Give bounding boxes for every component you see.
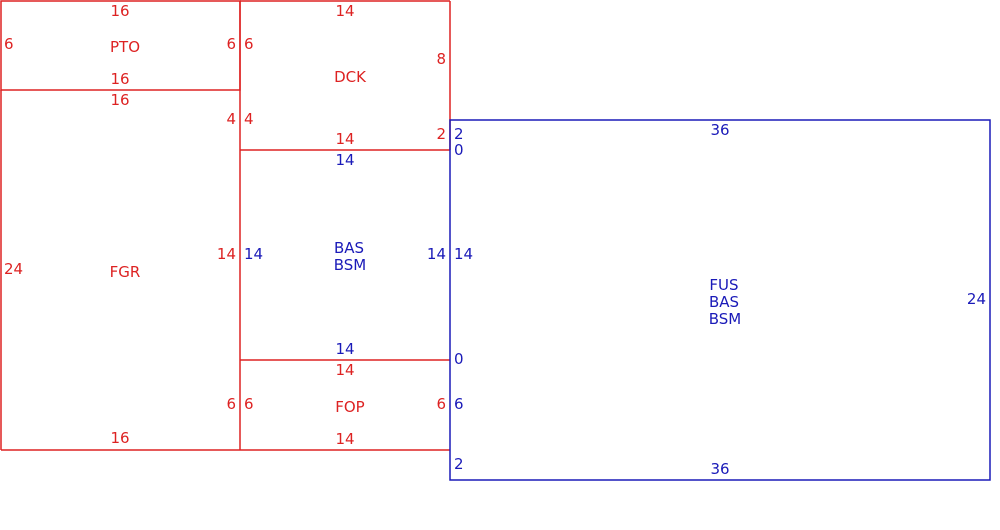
fus-left-top-dim: 2 <box>454 125 464 143</box>
fgr-right-mid-dim: 14 <box>217 245 236 263</box>
dck-right-lower-dim: 2 <box>436 125 446 143</box>
fgr-right-top-dim: 4 <box>226 110 236 128</box>
bas-bsm-label-line-1: BAS <box>334 239 364 257</box>
dck-region: DCK 14 6 4 8 2 14 <box>244 2 446 148</box>
fus-right-dim: 24 <box>967 290 986 308</box>
fus-bottom-dim: 36 <box>710 460 729 478</box>
fus-left-bottom-dim: 2 <box>454 455 464 473</box>
dck-right-dim: 8 <box>436 50 446 68</box>
bas-bsm-left-dim: 14 <box>244 245 263 263</box>
pto-top-dim: 16 <box>110 2 129 20</box>
fus-left-mid-dim: 14 <box>454 245 473 263</box>
fus-label-line-2: BAS <box>709 293 739 311</box>
red-outlines <box>0 0 451 451</box>
fop-bottom-dim: 14 <box>335 430 354 448</box>
fop-left-dim: 6 <box>244 395 254 413</box>
fgr-region: FGR 16 24 4 14 6 16 <box>4 91 236 447</box>
fop-top-dim: 14 <box>335 361 354 379</box>
bas-bsm-right-dim: 14 <box>427 245 446 263</box>
bas-bsm-label-line-2: BSM <box>334 256 367 274</box>
pto-region: PTO 16 6 6 16 <box>4 2 236 88</box>
dck-left-dim: 6 <box>244 35 254 53</box>
fus-top-dim: 36 <box>710 121 729 139</box>
fus-box-outline <box>449 119 991 481</box>
fop-region: FOP 14 6 6 14 <box>244 361 446 448</box>
fus-left-fop-dim: 6 <box>454 395 464 413</box>
fgr-top-dim: 16 <box>110 91 129 109</box>
dck-top-dim: 14 <box>335 2 354 20</box>
pto-right-dim: 6 <box>226 35 236 53</box>
fus-region: FUS BAS BSM 36 2 0 14 0 6 2 24 36 <box>454 121 986 478</box>
bas-bsm-bottom-dim: 14 <box>335 340 354 358</box>
fop-right-dim: 6 <box>436 395 446 413</box>
blue-outlines <box>449 119 991 481</box>
fgr-right-bottom-dim: 6 <box>226 395 236 413</box>
dck-left-lower-dim: 4 <box>244 110 254 128</box>
fus-label-line-3: BSM <box>709 310 742 328</box>
bas-bsm-top-dim: 14 <box>335 151 354 169</box>
pto-label: PTO <box>110 38 140 56</box>
pto-left-dim: 6 <box>4 35 14 53</box>
dck-bottom-dim: 14 <box>335 130 354 148</box>
dck-label: DCK <box>334 68 367 86</box>
fop-label: FOP <box>335 398 364 416</box>
fgr-left-dim: 24 <box>4 260 23 278</box>
fus-label-line-1: FUS <box>709 276 738 294</box>
fus-left-upper-dim: 0 <box>454 141 464 159</box>
fus-left-lower-dim: 0 <box>454 350 464 368</box>
bas-bsm-region: BAS BSM 14 14 14 14 <box>244 151 446 358</box>
pto-bottom-dim: 16 <box>110 70 129 88</box>
fgr-bottom-dim: 16 <box>110 429 129 447</box>
fgr-label: FGR <box>110 263 141 281</box>
